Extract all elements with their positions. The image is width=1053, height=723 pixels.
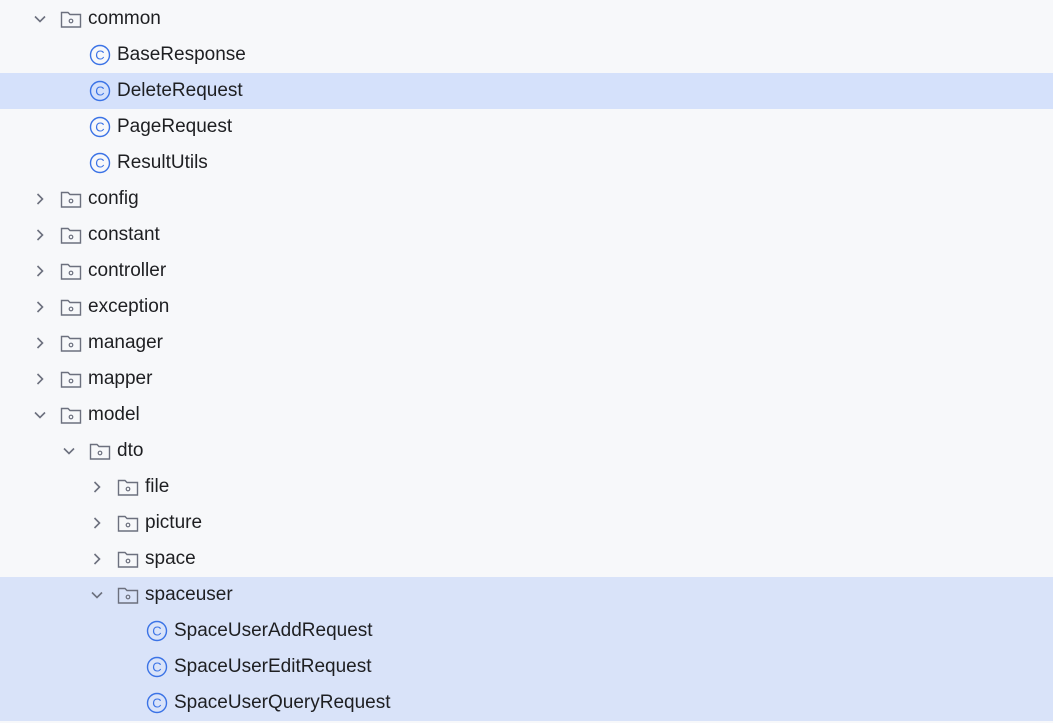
class-icon: C: [146, 656, 168, 678]
folder-icon: [117, 513, 139, 533]
tree-node-label: picture: [145, 512, 203, 533]
class-icon: C: [89, 44, 111, 66]
chevron-right-icon[interactable]: [32, 191, 48, 207]
tree-node-common[interactable]: common: [0, 1, 1053, 37]
class-icon: C: [89, 116, 111, 138]
tree-node-mapper[interactable]: mapper: [0, 361, 1053, 397]
tree-node-label: SpaceUserQueryRequest: [174, 692, 391, 713]
tree-node-config[interactable]: config: [0, 181, 1053, 217]
folder-icon: [60, 225, 82, 245]
folder-icon: [117, 477, 139, 497]
folder-icon: [60, 333, 82, 353]
tree-node-label: DeleteRequest: [117, 80, 243, 101]
folder-icon: [60, 189, 82, 209]
tree-node-label: ResultUtils: [117, 152, 208, 173]
chevron-right-icon[interactable]: [32, 335, 48, 351]
tree-node-label: spaceuser: [145, 584, 233, 605]
tree-node-label: config: [88, 188, 139, 209]
tree-node-pagerequest[interactable]: C PageRequest: [0, 109, 1053, 145]
chevron-down-icon[interactable]: [61, 443, 77, 459]
folder-icon: [117, 585, 139, 605]
class-icon: C: [146, 620, 168, 642]
tree-node-model[interactable]: model: [0, 397, 1053, 433]
svg-text:C: C: [152, 660, 161, 675]
svg-text:C: C: [95, 48, 104, 63]
tree-node-spaceuserqueryrequest[interactable]: C SpaceUserQueryRequest: [0, 685, 1053, 721]
class-icon: C: [146, 692, 168, 714]
svg-text:C: C: [152, 696, 161, 711]
chevron-down-icon[interactable]: [32, 11, 48, 27]
chevron-right-icon[interactable]: [32, 227, 48, 243]
tree-node-label: manager: [88, 332, 163, 353]
folder-icon: [89, 441, 111, 461]
svg-text:C: C: [95, 156, 104, 171]
folder-icon: [60, 369, 82, 389]
chevron-right-icon[interactable]: [89, 551, 105, 567]
tree-node-file[interactable]: file: [0, 469, 1053, 505]
folder-icon: [60, 405, 82, 425]
tree-node-picture[interactable]: picture: [0, 505, 1053, 541]
class-icon: C: [89, 80, 111, 102]
tree-node-spaceuser[interactable]: spaceuser: [0, 577, 1053, 613]
tree-node-dto[interactable]: dto: [0, 433, 1053, 469]
tree-node-label: constant: [88, 224, 160, 245]
folder-icon: [117, 549, 139, 569]
folder-icon: [60, 9, 82, 29]
tree-node-baseresponse[interactable]: C BaseResponse: [0, 37, 1053, 73]
tree-node-label: BaseResponse: [117, 44, 246, 65]
tree-node-label: model: [88, 404, 140, 425]
tree-node-constant[interactable]: constant: [0, 217, 1053, 253]
tree-node-deleterequest[interactable]: C DeleteRequest: [0, 73, 1053, 109]
tree-node-label: controller: [88, 260, 167, 281]
chevron-right-icon[interactable]: [32, 263, 48, 279]
tree-node-spaceusereditrequest[interactable]: C SpaceUserEditRequest: [0, 649, 1053, 685]
tree-node-label: PageRequest: [117, 116, 233, 137]
svg-text:C: C: [152, 624, 161, 639]
svg-text:C: C: [95, 84, 104, 99]
tree-node-label: file: [145, 476, 170, 497]
chevron-right-icon[interactable]: [32, 371, 48, 387]
tree-node-resultutils[interactable]: C ResultUtils: [0, 145, 1053, 181]
tree-node-label: dto: [117, 440, 144, 461]
folder-icon: [60, 297, 82, 317]
tree-node-label: mapper: [88, 368, 153, 389]
tree-node-label: SpaceUserAddRequest: [174, 620, 373, 641]
tree-node-label: exception: [88, 296, 170, 317]
tree-node-controller[interactable]: controller: [0, 253, 1053, 289]
chevron-right-icon[interactable]: [32, 299, 48, 315]
tree-node-exception[interactable]: exception: [0, 289, 1053, 325]
class-icon: C: [89, 152, 111, 174]
chevron-down-icon[interactable]: [89, 587, 105, 603]
tree-node-space[interactable]: space: [0, 541, 1053, 577]
chevron-down-icon[interactable]: [32, 407, 48, 423]
chevron-right-icon[interactable]: [89, 479, 105, 495]
tree-node-label: common: [88, 8, 161, 29]
tree-node-label: SpaceUserEditRequest: [174, 656, 372, 677]
tree-node-manager[interactable]: manager: [0, 325, 1053, 361]
tree-node-spaceuseraddrequest[interactable]: C SpaceUserAddRequest: [0, 613, 1053, 649]
chevron-right-icon[interactable]: [89, 515, 105, 531]
folder-icon: [60, 261, 82, 281]
tree-node-label: space: [145, 548, 196, 569]
svg-text:C: C: [95, 120, 104, 135]
